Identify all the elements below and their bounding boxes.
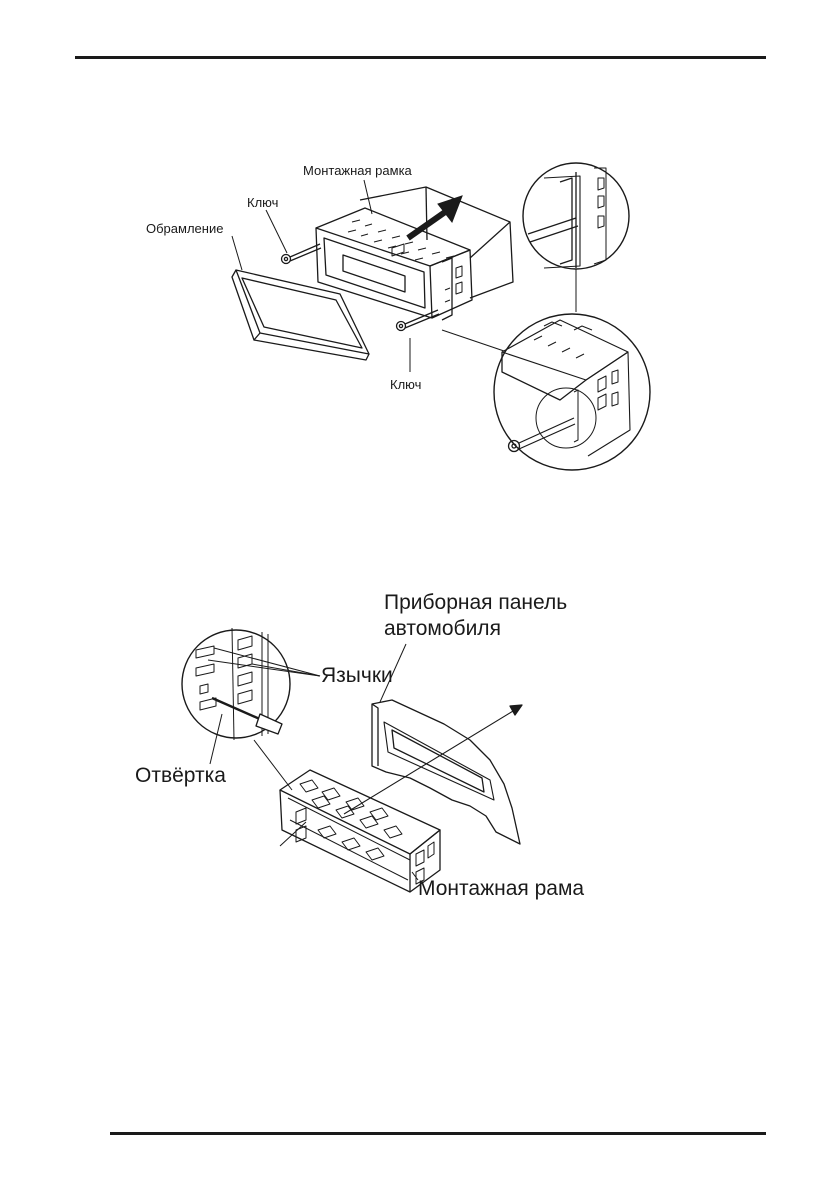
pull-direction-arrow	[406, 195, 463, 241]
detail-circle-bottom	[493, 313, 651, 471]
label-screwdriver: Отвёртка	[135, 764, 226, 787]
footer-rule	[110, 1132, 766, 1135]
key-left	[280, 243, 322, 265]
leader-lines-fig2	[207, 643, 419, 881]
detail-circle-top	[522, 162, 630, 270]
label-dashboard-line1: Приборная панель	[384, 591, 568, 614]
label-key-top: Ключ	[247, 195, 279, 210]
mounting-cage	[279, 769, 441, 893]
label-mounting-frame: Монтажная рамка	[303, 163, 412, 178]
label-key-bottom: Ключ	[390, 377, 422, 392]
key-right	[395, 309, 440, 332]
label-tabs: Язычки	[321, 664, 393, 687]
insert-direction-arrow	[343, 704, 523, 815]
label-dashboard-line2: автомобиля	[384, 617, 501, 640]
dashboard-panel	[371, 699, 521, 845]
detail-circle-tabs	[181, 627, 291, 741]
trim-bezel	[231, 269, 370, 361]
chassis-box	[359, 186, 514, 299]
label-mounting-rama: Монтажная рама	[418, 877, 585, 900]
header-rule	[75, 56, 766, 59]
label-trim: Обрамление	[146, 221, 224, 236]
